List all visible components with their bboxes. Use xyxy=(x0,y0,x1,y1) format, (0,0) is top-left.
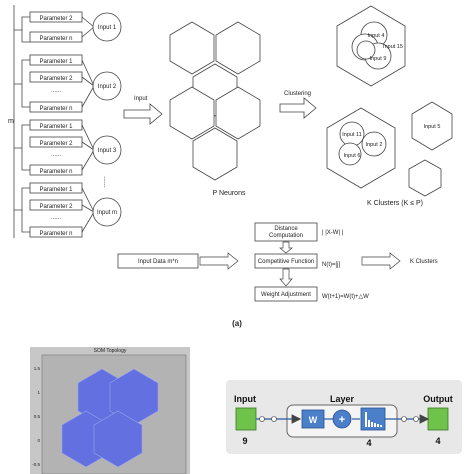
input-label: Input m xyxy=(97,210,117,216)
output-block xyxy=(427,407,449,431)
input-data-text: Input Data m*n xyxy=(138,259,178,265)
param-label: Parameter 2 xyxy=(39,141,73,147)
clustering-label: Clustering xyxy=(284,91,311,97)
input-node xyxy=(92,71,122,101)
flow-arrow xyxy=(199,252,239,270)
flow-arrow xyxy=(279,241,293,254)
m-label: m xyxy=(8,118,14,125)
connector-dot xyxy=(413,416,419,422)
param-label: Parameter 1 xyxy=(39,124,73,130)
param-label: Parameter 1 xyxy=(39,59,73,65)
connector-dot xyxy=(271,416,277,422)
p-neurons-grid xyxy=(169,21,261,181)
dots: ...... xyxy=(51,215,61,221)
input-arrow xyxy=(123,103,163,125)
clustering-arrow xyxy=(279,97,317,119)
param-label: Parameter 2 xyxy=(39,16,73,22)
connector-dot xyxy=(259,416,265,422)
cluster-input-label: Input 2 xyxy=(366,142,383,148)
caption-a: (a) xyxy=(232,319,242,328)
competitive-eq: N(t)=[j] xyxy=(322,262,341,268)
cluster-input-label: Input 5 xyxy=(424,124,441,130)
distance-box xyxy=(254,222,318,242)
dots: ...... xyxy=(51,88,61,94)
weight-box xyxy=(254,286,318,302)
sum-node-label: + xyxy=(339,414,345,426)
weight-block-label: W xyxy=(309,415,318,425)
y-tick: 1 xyxy=(37,390,40,395)
cluster-input-label: Input 15 xyxy=(383,44,403,50)
cluster-input-label: Input 9 xyxy=(370,56,387,62)
weight-block xyxy=(301,409,325,429)
cluster-member xyxy=(338,142,362,166)
y-tick: 0.5 xyxy=(34,414,41,419)
cluster-input-label: Input 4 xyxy=(368,33,385,39)
cluster-hex xyxy=(411,101,453,151)
layer-count: 4 xyxy=(366,438,371,448)
distance-eq: | |X-W| | xyxy=(322,230,344,236)
param-label: Parameter n xyxy=(39,106,72,112)
input-data-box xyxy=(117,253,199,269)
y-tick: 0 xyxy=(37,438,40,443)
dots: ...... xyxy=(51,152,61,158)
input-node xyxy=(92,135,122,165)
bracket-lines xyxy=(13,5,95,238)
som-title: SOM Topology xyxy=(94,348,127,354)
input-node xyxy=(92,12,122,42)
input-block xyxy=(235,407,257,431)
y-tick: 1.5 xyxy=(34,366,41,371)
cluster-input-label: Input 11 xyxy=(342,132,361,138)
competitive-text: Competitive Function xyxy=(258,259,314,265)
flow-arrow xyxy=(361,252,401,270)
param-label: Parameter n xyxy=(39,231,72,237)
cluster-input-label: Input 6 xyxy=(344,153,361,159)
competitive-box xyxy=(254,253,318,269)
param-label: Parameter n xyxy=(39,36,72,42)
connector-dot xyxy=(401,416,407,422)
layer-label: Layer xyxy=(330,394,355,404)
transfer-bars-icon xyxy=(365,412,382,427)
k-clusters-label: K Clusters (K ≤ P) xyxy=(367,200,423,207)
input-label: Input 3 xyxy=(98,148,117,154)
input-label: Input 2 xyxy=(98,84,117,90)
input-label: Input xyxy=(234,394,256,404)
input-count: 9 xyxy=(242,436,247,446)
cluster-member xyxy=(361,131,387,157)
output-label: Output xyxy=(423,394,453,404)
param-label: Parameter 1 xyxy=(39,187,73,193)
param-label: Parameter 2 xyxy=(39,76,73,82)
param-label: Parameter n xyxy=(39,169,72,175)
weight-text: Weight Adjustment xyxy=(261,292,311,298)
input-label: Input 1 xyxy=(98,25,117,31)
som-hexes xyxy=(61,368,159,468)
p-neurons-label: P Neurons xyxy=(213,190,246,197)
input-node xyxy=(92,197,122,227)
vertical-dots: ...... xyxy=(102,176,109,188)
input-arrow-label: Input xyxy=(134,96,148,102)
k-clusters-output: K Clusters xyxy=(410,259,438,265)
cluster-member xyxy=(356,40,376,60)
weight-eq: W(t+1)=W(t)+△W xyxy=(322,294,369,300)
y-tick: -0.5 xyxy=(32,462,40,467)
param-label: Parameter 2 xyxy=(39,204,73,210)
cluster-hex-empty xyxy=(408,159,442,197)
flow-arrow xyxy=(279,268,293,287)
sum-node xyxy=(332,409,352,429)
output-count: 4 xyxy=(435,436,440,446)
